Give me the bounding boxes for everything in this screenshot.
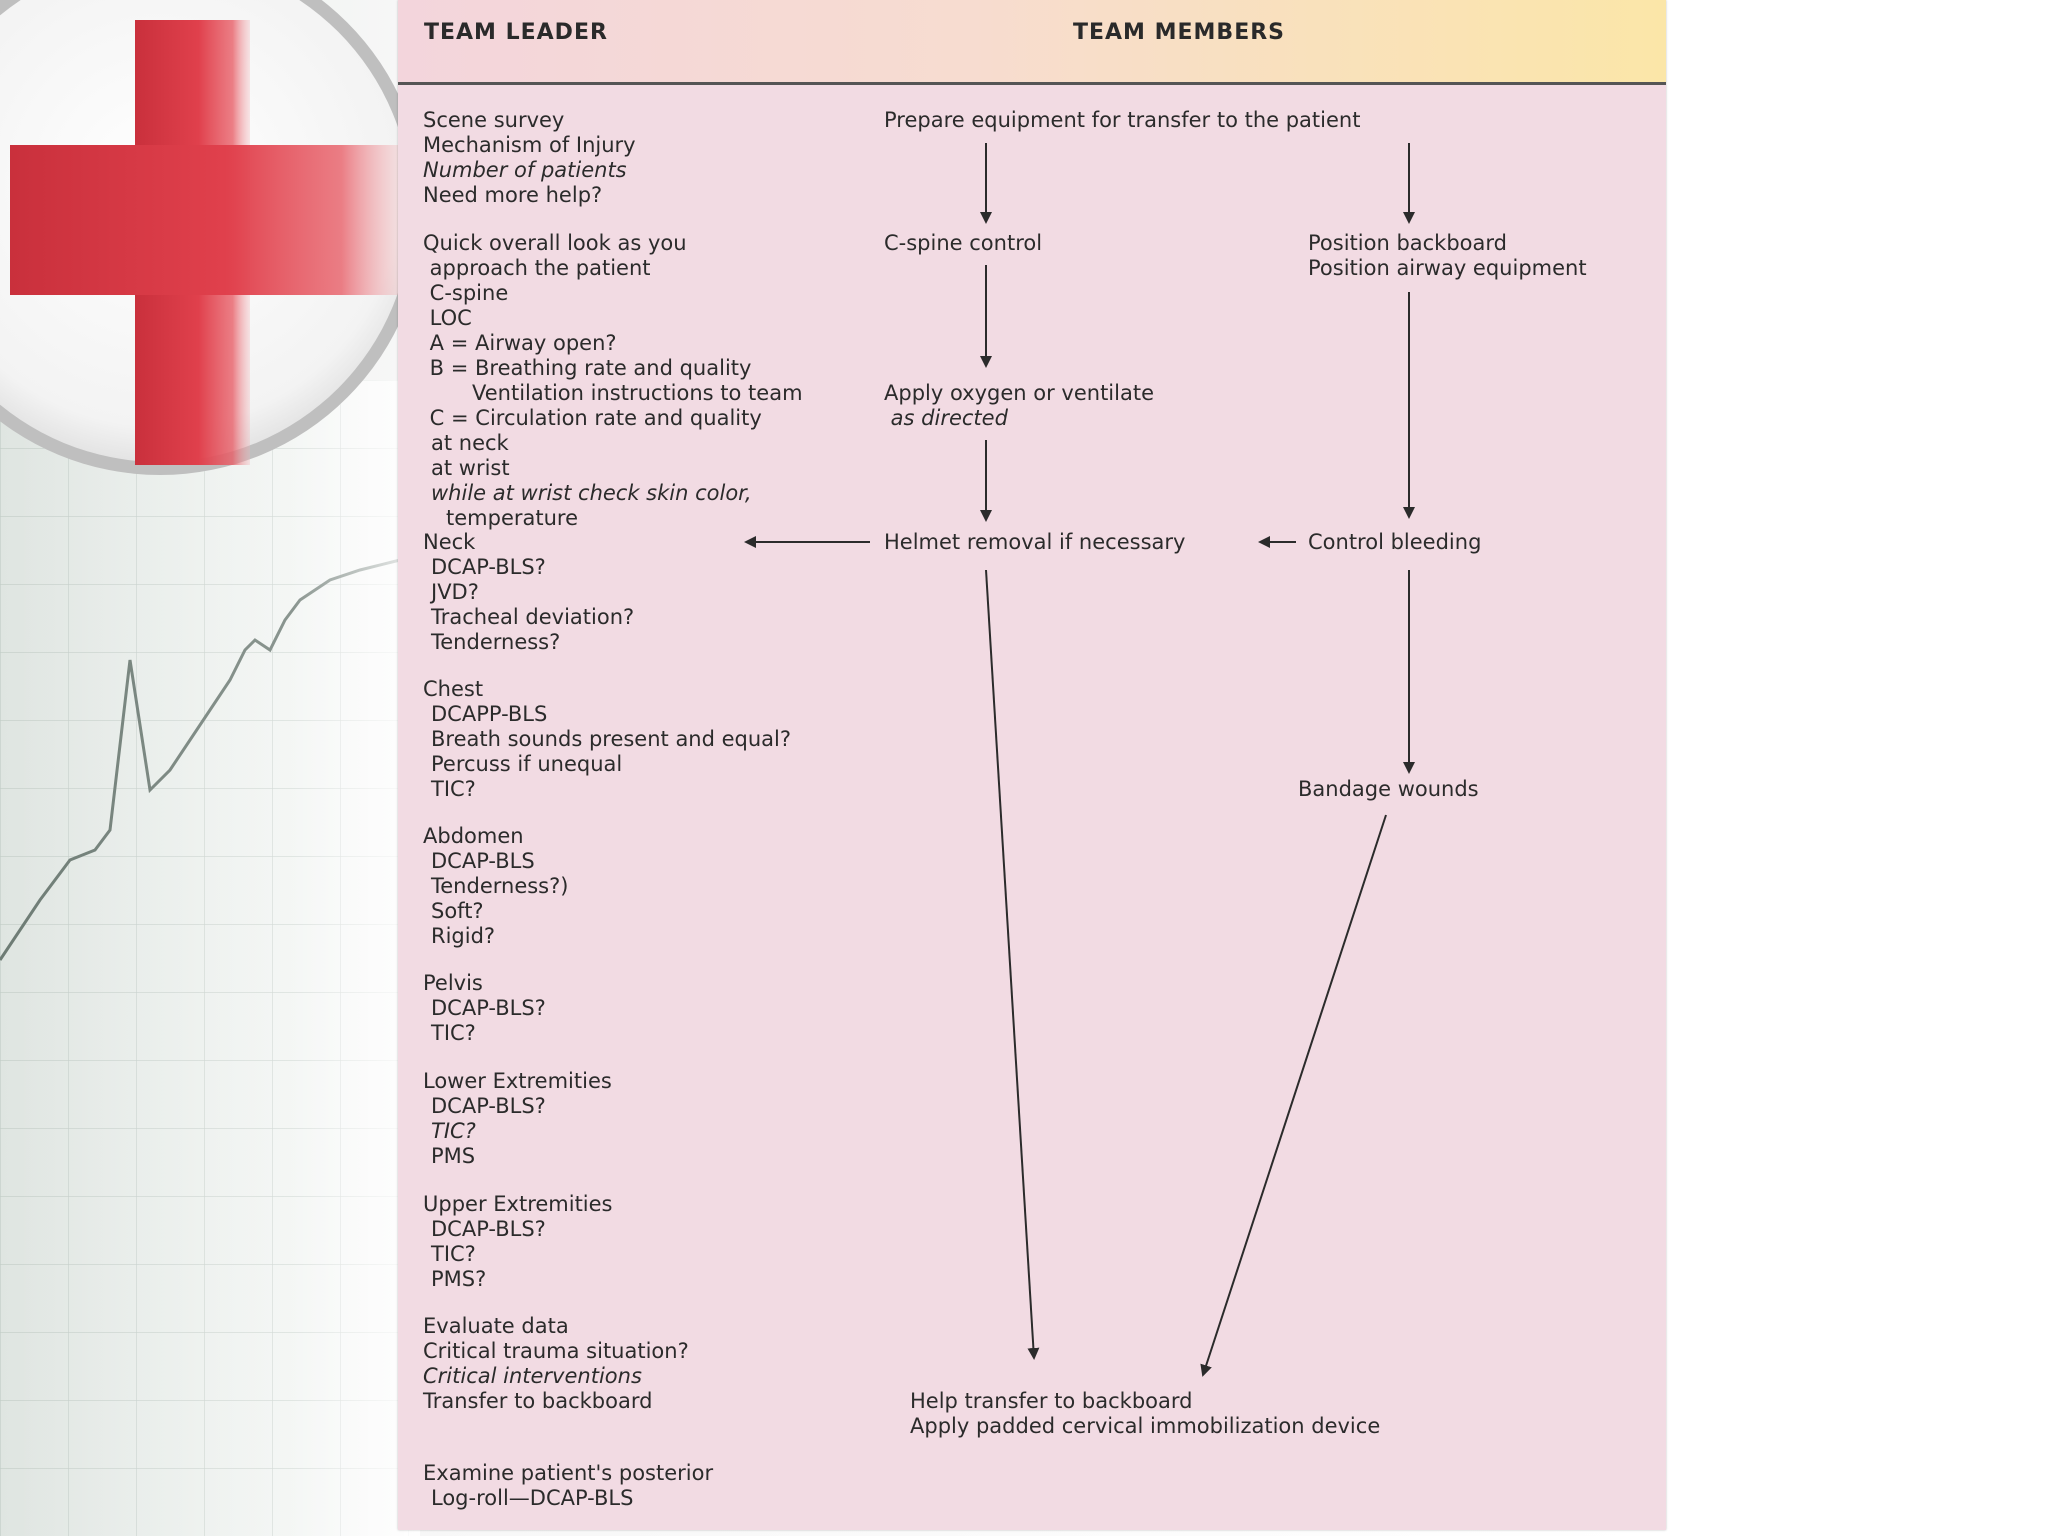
leader-step: Quick overall look as you (423, 231, 687, 255)
leader-step: Abdomen (423, 824, 524, 848)
leader-step: Tenderness? (431, 630, 561, 654)
leader-step: B = Breathing rate and quality (423, 356, 752, 380)
leader-step: Number of patients (423, 158, 627, 182)
leader-step: A = Airway open? (423, 331, 617, 355)
leader-step: Mechanism of Injury (423, 133, 636, 157)
leader-step: Upper Extremities (423, 1192, 613, 1216)
leader-step: JVD? (431, 580, 479, 604)
chart-header: TEAM LEADER TEAM MEMBERS (398, 0, 1666, 85)
leader-step: Lower Extremities (423, 1069, 612, 1093)
member-step: Help transfer to backboard (910, 1389, 1193, 1413)
leader-step: LOC (423, 306, 472, 330)
leader-step: Log-roll—DCAP-BLS (431, 1486, 634, 1510)
team-responsibilities-chart: TEAM LEADER TEAM MEMBERS Scene survey Me… (398, 0, 1666, 1530)
leader-step: DCAP-BLS (431, 849, 535, 873)
member-step: Helmet removal if necessary (884, 530, 1186, 554)
team-leader-heading: TEAM LEADER (424, 20, 608, 45)
member-step: Bandage wounds (1298, 777, 1479, 801)
leader-step: approach the patient (423, 256, 651, 280)
leader-step: DCAP-BLS? (431, 1217, 546, 1241)
leader-step: Examine patient's posterior (423, 1461, 714, 1485)
leader-step: Breath sounds present and equal? (431, 727, 792, 751)
leader-step: Percuss if unequal (431, 752, 623, 776)
team-members-heading: TEAM MEMBERS (1073, 20, 1286, 45)
leader-step: Need more help? (423, 183, 603, 207)
leader-step: PMS? (431, 1267, 487, 1291)
leader-step: TIC? (431, 1242, 476, 1266)
member-step: Control bleeding (1308, 530, 1482, 554)
leader-step: Ventilation instructions to team (472, 381, 803, 405)
leader-step: TIC? (431, 1021, 476, 1045)
leader-step: TIC? (431, 777, 476, 801)
member-step: Apply oxygen or ventilate (884, 381, 1154, 405)
leader-step: Chest (423, 677, 484, 701)
member-step: Position airway equipment (1308, 256, 1587, 280)
leader-step: while at wrist check skin color, (431, 481, 752, 505)
leader-step: temperature (446, 506, 578, 530)
leader-step: TIC? (431, 1119, 476, 1143)
leader-step: at neck (431, 431, 509, 455)
leader-step: Evaluate data (423, 1314, 569, 1338)
leader-step: DCAP-BLS? (431, 1094, 546, 1118)
leader-step: Critical trauma situation? (423, 1339, 689, 1363)
leader-step: Soft? (431, 899, 484, 923)
leader-step: DCAPP-BLS (431, 702, 548, 726)
leader-step: Critical interventions (423, 1364, 642, 1388)
leader-step: C = Circulation rate and quality (423, 406, 762, 430)
member-step: Prepare equipment for transfer to the pa… (884, 108, 1361, 132)
leader-step: C-spine (423, 281, 509, 305)
leader-step: Pelvis (423, 971, 483, 995)
leader-step: Scene survey (423, 108, 565, 132)
ecg-graph-paper (0, 380, 420, 1536)
leader-step: PMS (431, 1144, 476, 1168)
flow-arrow (985, 569, 1040, 1360)
leader-step: DCAP-BLS? (431, 555, 546, 579)
red-cross-icon (0, 0, 420, 475)
leader-step: Neck (423, 530, 476, 554)
leader-step: at wrist (431, 456, 510, 480)
leader-step: Tracheal deviation? (431, 605, 635, 629)
member-step: Apply padded cervical immobilization dev… (910, 1414, 1381, 1438)
leader-step: Transfer to backboard (423, 1389, 653, 1413)
leader-step: DCAP-BLS? (431, 996, 546, 1020)
member-step: C-spine control (884, 231, 1043, 255)
member-step: as directed (884, 406, 1008, 430)
member-step: Position backboard (1308, 231, 1507, 255)
leader-step: Rigid? (431, 924, 496, 948)
leader-step: Tenderness?) (431, 874, 569, 898)
flow-arrows (744, 143, 1415, 1377)
flow-arrow (1200, 814, 1387, 1377)
